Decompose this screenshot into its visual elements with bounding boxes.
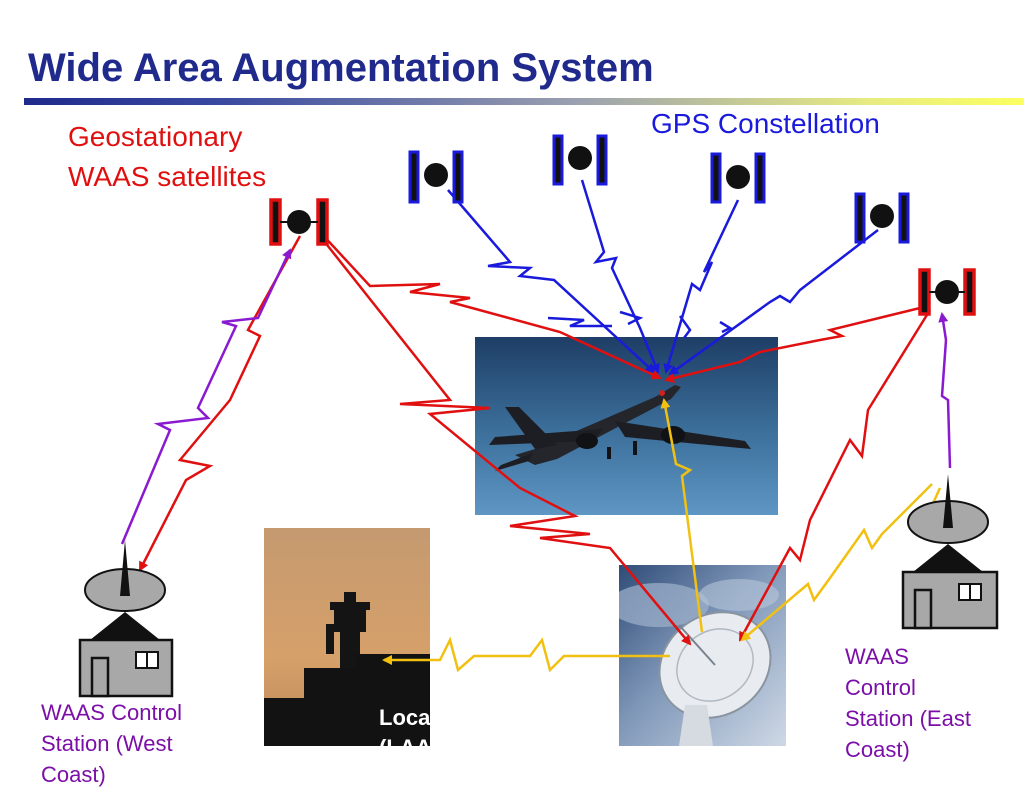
gps-link-1 [447,189,656,374]
geostationary-label-line2: WAAS satellites [68,161,267,192]
waas-satellite-icon [918,268,976,316]
control-station-icon [901,474,999,630]
east-station-line1: WAAS [845,644,909,669]
gps-link-3 [663,199,740,374]
west-station-line3: Coast) [41,762,106,787]
west-station-line1: WAAS Control [41,700,183,725]
link-east-to-dish [740,483,933,642]
east-station-line3: Station (East [845,706,971,731]
tower-photo [264,528,430,746]
link-dish-to-tower [382,636,670,673]
gps-link-4 [668,229,879,376]
laas-label-line1: Local Area System [379,705,445,730]
waas-link-east-to-plane [664,306,921,383]
waas-satellite-icon [269,198,329,246]
gps-link-2 [580,179,660,374]
waas-link-west-to-dish [319,235,692,646]
gps-satellite-icon [552,134,608,186]
gps-satellite-icon [408,150,464,204]
uplink-west [120,248,292,545]
waas-link-west-to-plane [319,231,662,380]
diagram-canvas [78,134,999,698]
east-station-label: WAAS Control Station (East Coast) [845,641,1015,765]
waas-link-west-to-station [138,235,302,572]
west-station-label: WAAS Control Station (West Coast) [41,697,231,790]
gps-constellation-label: GPS Constellation [651,108,880,139]
title-underline [24,98,1024,105]
geostationary-satellites-label: Geostationary WAAS satellites [68,117,266,197]
airplane-photo [475,337,778,515]
link-dish-to-plane [660,398,704,633]
laas-label: Local Area System (LAAS) [379,703,445,768]
control-station-icon [78,540,174,698]
uplink-east [938,312,952,469]
page-title: Wide Area Augmentation System [28,46,654,90]
waas-link-east-to-dish [738,309,932,642]
gps-satellite-icon [854,192,910,244]
gps-satellite-icon [710,152,766,204]
east-station-line2: Control [845,675,916,700]
west-station-line2: Station (West [41,731,173,756]
geostationary-label-line1: Geostationary [68,121,243,152]
laas-label-line2: (LAAS) [379,735,445,760]
east-station-line4: Coast) [845,737,910,762]
